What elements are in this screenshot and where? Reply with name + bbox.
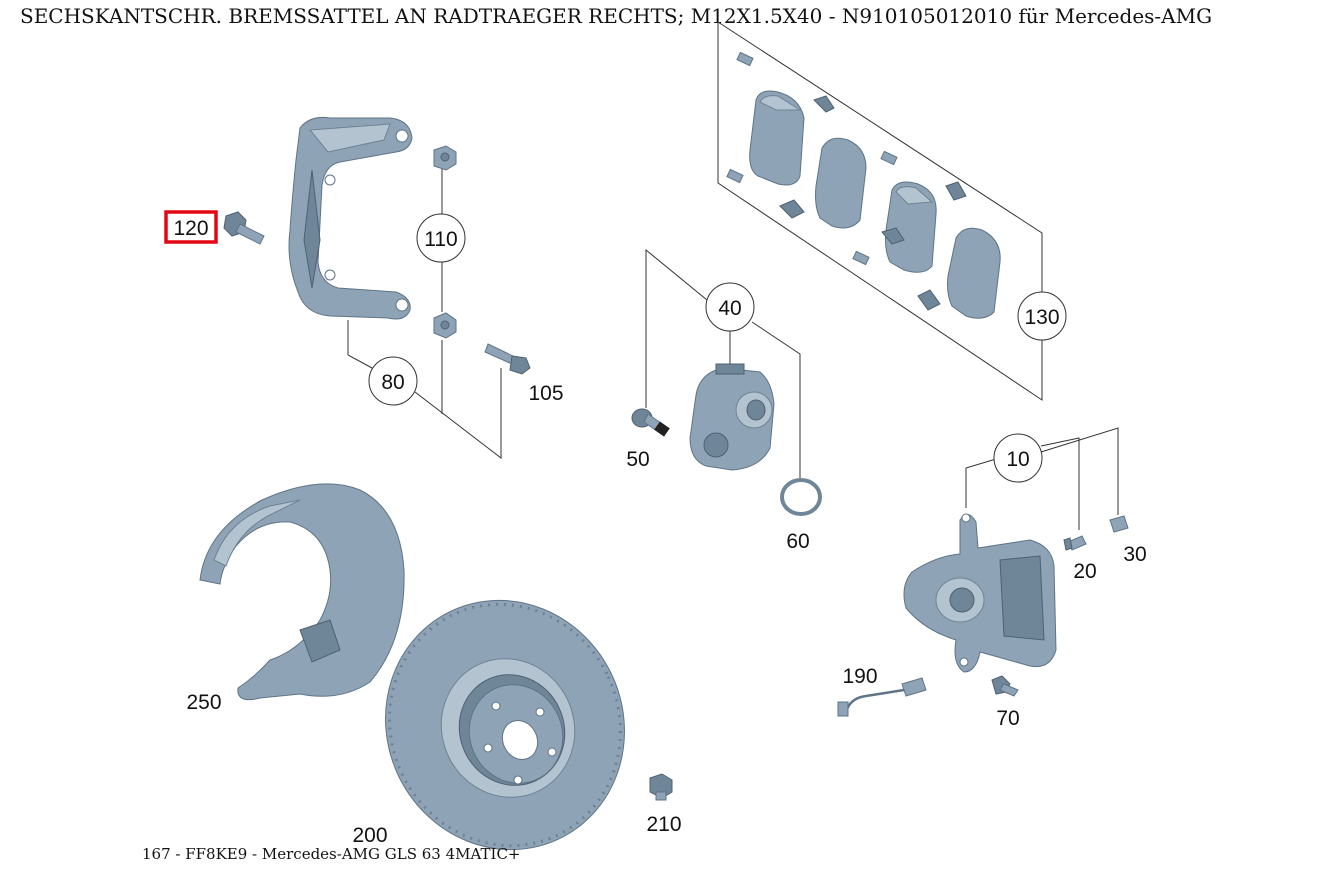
cap-part-30[interactable]	[1109, 515, 1129, 533]
bleeder-valve-part-20[interactable]	[1063, 535, 1087, 551]
bolt-part-210[interactable]	[649, 773, 673, 801]
bolt-part-120[interactable]	[223, 211, 265, 245]
label-part-20[interactable]: 20	[1073, 560, 1096, 583]
label-part-50[interactable]: 50	[626, 448, 649, 471]
label-part-110[interactable]: 110	[424, 228, 457, 251]
bolt-part-105[interactable]	[484, 343, 531, 375]
label-part-250[interactable]: 250	[186, 691, 221, 714]
label-part-200[interactable]: 200	[352, 824, 387, 847]
splash-shield-part-250[interactable]	[199, 483, 405, 701]
callout-circles	[368, 213, 1067, 483]
leader-lines	[347, 21, 1119, 530]
label-part-210[interactable]: 210	[646, 813, 681, 836]
page-title: SECHSKANTSCHR. BREMSSATTEL AN RADTRAEGER…	[20, 4, 1213, 28]
bolt-part-50[interactable]	[631, 408, 670, 437]
brake-caliper-part-10[interactable]	[903, 513, 1057, 673]
vehicle-footer: 167 - FF8KE9 - Mercedes-AMG GLS 63 4MATI…	[142, 845, 521, 863]
label-part-105[interactable]: 105	[528, 382, 563, 405]
pad-clips-and-pins-part-130[interactable]	[726, 51, 967, 311]
o-ring-part-60[interactable]	[780, 478, 822, 516]
label-part-120[interactable]: 120	[173, 217, 208, 240]
label-part-190[interactable]: 190	[842, 665, 877, 688]
part-labels: 10 20 30 40 50 60 70 80 105 110 120 130 …	[173, 217, 1146, 847]
bolt-part-70[interactable]	[991, 675, 1019, 697]
nut-part-110-lower[interactable]	[433, 312, 457, 339]
label-part-60[interactable]: 60	[786, 530, 809, 553]
actuator-motor-part-40[interactable]	[689, 363, 775, 471]
wear-sensor-part-190[interactable]	[837, 677, 927, 717]
selected-part-highlight	[164, 210, 218, 244]
label-part-40[interactable]: 40	[718, 297, 741, 320]
label-part-30[interactable]: 30	[1123, 543, 1146, 566]
label-part-10[interactable]: 10	[1006, 448, 1029, 471]
label-part-70[interactable]: 70	[996, 707, 1019, 730]
brake-disc-part-200[interactable]	[345, 561, 665, 881]
nut-part-110-upper[interactable]	[433, 145, 457, 171]
label-part-80[interactable]: 80	[381, 371, 404, 394]
caliper-bracket-part-80[interactable]	[288, 117, 413, 320]
brake-pads-part-130[interactable]	[749, 90, 1001, 319]
label-part-130[interactable]: 130	[1024, 306, 1059, 329]
